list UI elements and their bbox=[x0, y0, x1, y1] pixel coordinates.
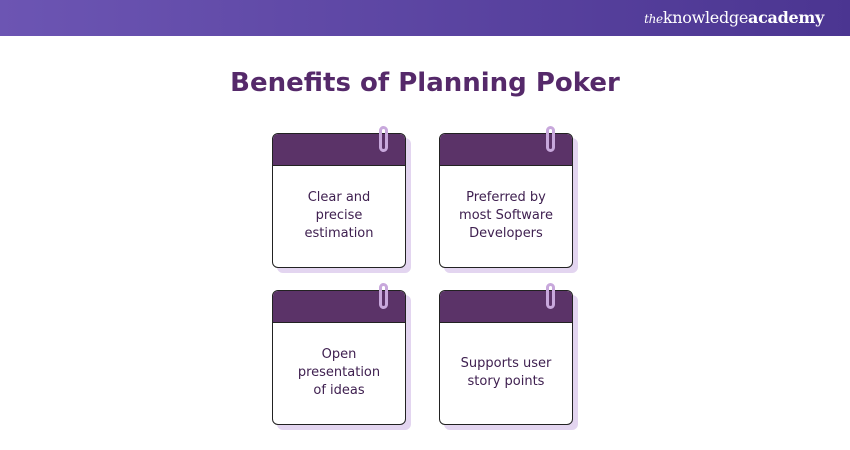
paperclip-icon bbox=[379, 126, 388, 152]
benefit-card: Preferred by most Software Developers bbox=[439, 126, 578, 273]
card-text: Preferred by most Software Developers bbox=[459, 190, 553, 241]
paperclip-icon bbox=[379, 283, 388, 309]
card-text: Open presentation of ideas bbox=[297, 347, 381, 398]
header-bar: theknowledgeacademy bbox=[0, 0, 850, 36]
card-text: Supports user story points bbox=[460, 356, 552, 389]
page-title: Benefits of Planning Poker bbox=[230, 68, 620, 98]
paperclip-icon bbox=[546, 283, 555, 309]
benefit-card: Clear and precise estimation bbox=[272, 126, 411, 273]
benefit-card: Supports user story points bbox=[439, 283, 578, 430]
brand-logo[interactable]: theknowledgeacademy bbox=[644, 8, 824, 27]
paperclip-icon bbox=[546, 126, 555, 152]
benefit-card: Open presentation of ideas bbox=[272, 283, 411, 430]
card-text: Clear and precise estimation bbox=[304, 190, 374, 241]
